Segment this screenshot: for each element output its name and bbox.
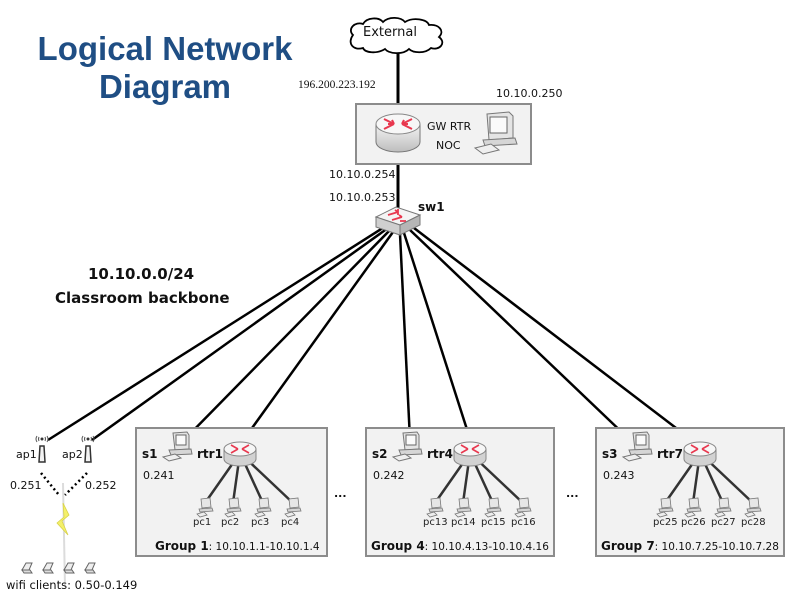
link-sw1-rtr7: [413, 227, 698, 445]
wifi-clients-label: wifi clients: 0.50-0.149: [6, 578, 138, 592]
pc-label: pc25: [653, 517, 678, 528]
pc-label: pc14: [451, 517, 476, 528]
server-computer-icon[interactable]: [621, 431, 653, 462]
group-label: Group 4: [371, 539, 425, 553]
backbone-name: Classroom backbone: [55, 289, 230, 307]
server-name: s2: [372, 447, 388, 461]
link-sw1-ap1: [47, 224, 387, 442]
laptop-icon: [63, 562, 75, 574]
pc-icon[interactable]: [656, 497, 674, 518]
server-name: s1: [142, 447, 158, 461]
pc-label: pc28: [741, 517, 766, 528]
group-ip-range: : 10.10.4.13-10.10.4.16: [424, 541, 549, 553]
ap1-antenna-icon[interactable]: [34, 432, 50, 466]
laptop-icon: [21, 562, 33, 574]
pc-label: pc2: [221, 517, 240, 528]
group-links: [621, 431, 762, 518]
pc-label: pc4: [281, 517, 300, 528]
server-ip: 0.241: [143, 469, 175, 482]
link-sw1-s2: [398, 233, 412, 441]
ap1-ip: 0.251: [10, 479, 42, 492]
gateway-router-icon[interactable]: [374, 110, 422, 158]
switch-ip: 10.10.0.253: [329, 191, 396, 204]
link-sw1-rtr1: [240, 231, 395, 443]
pc-label: pc26: [681, 517, 706, 528]
pc-icon[interactable]: [454, 497, 472, 518]
router-icon[interactable]: [223, 441, 257, 467]
pc-label: pc16: [511, 517, 536, 528]
pc-icon[interactable]: [684, 497, 702, 518]
pc-icon[interactable]: [514, 497, 532, 518]
pc-label: pc27: [711, 517, 736, 528]
laptop-icon: [84, 562, 96, 574]
pc-icon[interactable]: [224, 497, 242, 518]
ap2-name: ap2: [62, 448, 83, 461]
ellipsis-between-1-4: ...: [334, 487, 347, 500]
link-sw1-s3: [409, 229, 631, 441]
noc-computer-icon[interactable]: [473, 110, 521, 156]
link-sw1-rtr4: [402, 232, 473, 443]
group-links: [391, 431, 532, 518]
group-footer: Group 4: 10.10.4.13-10.10.4.16: [371, 539, 549, 553]
server-computer-icon[interactable]: [161, 431, 193, 462]
pc-icon[interactable]: [254, 497, 272, 518]
link-sw1-s1: [183, 229, 391, 441]
pc-icon[interactable]: [196, 497, 214, 518]
server-name: s3: [602, 447, 618, 461]
pc-icon[interactable]: [426, 497, 444, 518]
ap2-ip: 0.252: [85, 479, 117, 492]
group-ip-range: : 10.10.1.1-10.10.1.4: [208, 541, 320, 553]
page-title: Logical Network Diagram: [20, 30, 310, 106]
ap2-antenna-icon[interactable]: [80, 432, 96, 466]
server-ip: 0.243: [603, 469, 635, 482]
pc-label: pc3: [251, 517, 270, 528]
group-label: Group 7: [601, 539, 655, 553]
group-footer: Group 7: 10.10.7.25-10.10.7.28: [601, 539, 779, 553]
gateway-inside-ip: 10.10.0.254: [329, 168, 396, 181]
switch-icon[interactable]: [374, 203, 422, 239]
title-line-2: Diagram: [98, 68, 232, 105]
pc-icon[interactable]: [714, 497, 732, 518]
router-name: rtr4: [427, 447, 453, 461]
laptop-icon: [42, 562, 54, 574]
router-name: rtr7: [657, 447, 683, 461]
router-icon[interactable]: [453, 441, 487, 467]
group-ip-range: : 10.10.7.25-10.10.7.28: [654, 541, 779, 553]
switch-name: sw1: [418, 200, 445, 214]
lightning-bolt-icon: [56, 502, 70, 536]
cloud-icon: [349, 16, 444, 55]
title-line-1: Logical Network: [37, 30, 293, 67]
group-footer: Group 1: 10.10.1.1-10.10.1.4: [155, 539, 320, 553]
server-ip: 0.242: [373, 469, 405, 482]
server-computer-icon[interactable]: [391, 431, 423, 462]
ellipsis-between-4-7: ...: [566, 487, 579, 500]
ap1-name: ap1: [16, 448, 37, 461]
pc-label: pc13: [423, 517, 448, 528]
gateway-router-label: GW RTR: [427, 120, 472, 133]
backbone-subnet: 10.10.0.0/24: [88, 265, 195, 283]
pc-label: pc1: [193, 517, 212, 528]
group-links: [161, 431, 302, 518]
pc-icon[interactable]: [484, 497, 502, 518]
link-sw1-ap2: [91, 226, 389, 442]
pc-icon[interactable]: [284, 497, 302, 518]
pc-label: pc15: [481, 517, 506, 528]
pc-icon[interactable]: [744, 497, 762, 518]
external-label: External: [363, 25, 417, 40]
external-ip: 196.200.223.192: [298, 79, 376, 91]
group-label: Group 1: [155, 539, 209, 553]
router-icon[interactable]: [683, 441, 717, 467]
router-name: rtr1: [197, 447, 223, 461]
wifi-clients-icons: [21, 562, 96, 574]
noc-ip: 10.10.0.250: [496, 87, 563, 100]
gateway-noc-label: NOC: [436, 139, 461, 152]
